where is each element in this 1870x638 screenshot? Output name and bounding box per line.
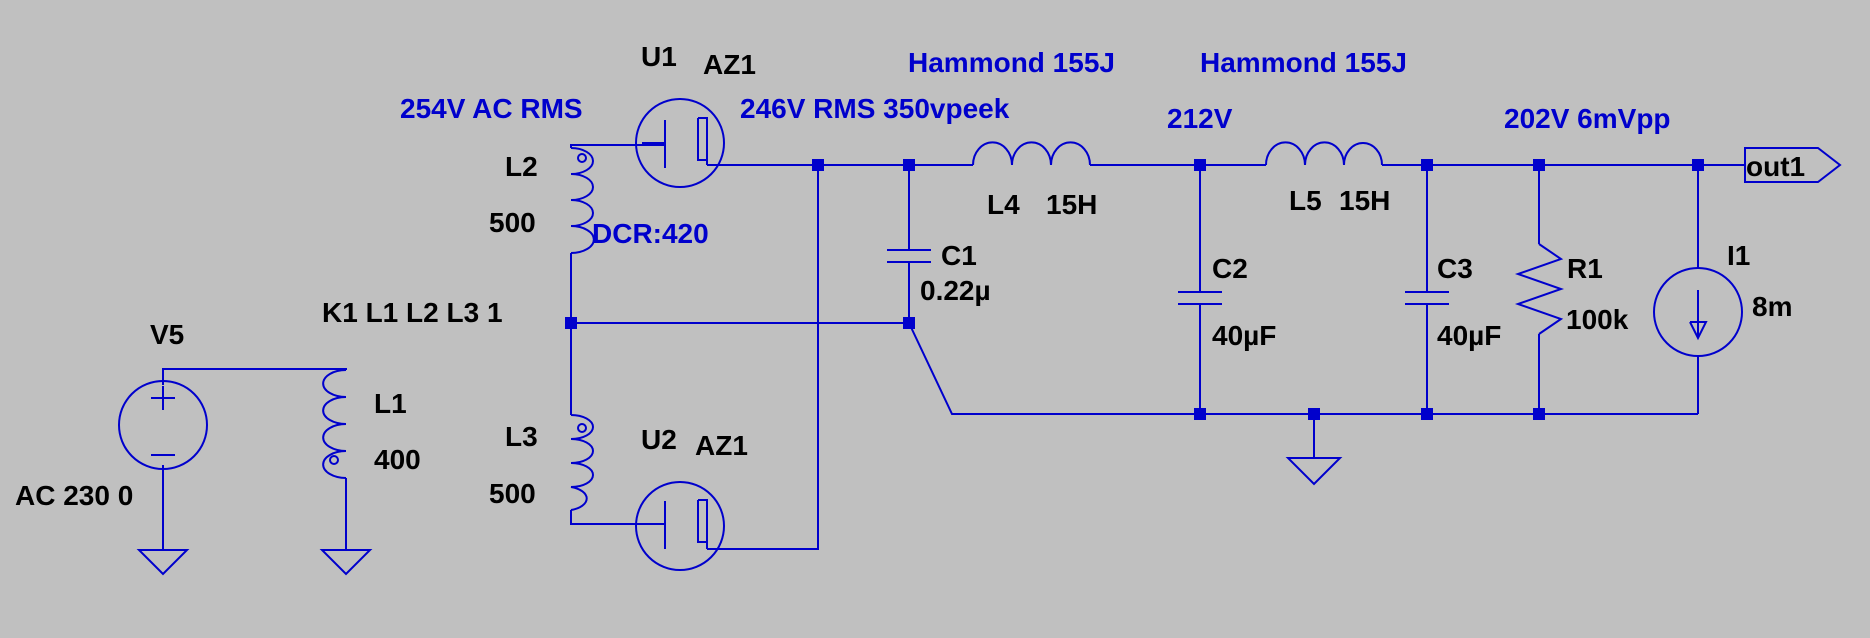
u2-ref-label: U2	[641, 424, 677, 455]
out1-port-label: out1	[1746, 151, 1805, 182]
ground-icon	[136, 549, 190, 576]
c2-capacitor-symbol[interactable]	[1178, 291, 1222, 305]
c1-value-label: 0.22µ	[920, 275, 991, 306]
u1-ref-label: U1	[641, 41, 677, 72]
junction-dot	[1692, 159, 1704, 171]
ground-icon	[319, 549, 373, 576]
l5-inductor-symbol[interactable]	[1265, 141, 1383, 166]
junction-dot	[1421, 408, 1433, 420]
l2-ref-label: L2	[505, 151, 538, 182]
u2-value-label: AZ1	[695, 430, 748, 461]
l5-value-label: 15H	[1339, 185, 1390, 216]
i1-current-source-symbol[interactable]	[1653, 267, 1743, 357]
ground-icon	[1285, 457, 1343, 486]
c1-ref-label: C1	[941, 240, 977, 271]
r1-value-label: 100k	[1566, 304, 1629, 335]
r1-ref-label: R1	[1567, 253, 1603, 284]
l3-ref-label: L3	[505, 421, 538, 452]
junction-dot	[903, 317, 915, 329]
l1-ref-label: L1	[374, 388, 407, 419]
i1-ref-label: I1	[1727, 240, 1750, 271]
u1-diode-symbol[interactable]	[635, 98, 725, 188]
l1-inductor-symbol[interactable]	[322, 369, 347, 479]
c1-capacitor-symbol[interactable]	[887, 249, 931, 263]
u1-value-label: AZ1	[703, 49, 756, 80]
node-212v-label: 212V	[1167, 103, 1233, 134]
l3-inductor-symbol[interactable]	[570, 414, 594, 511]
hammond-label-1: Hammond 155J	[908, 47, 1115, 78]
l5-ref-label: L5	[1289, 185, 1322, 216]
directive-label: K1 L1 L2 L3 1	[322, 297, 503, 328]
l3-value-label: 500	[489, 478, 536, 509]
rectified-voltage-label: 246V RMS 350vpeek	[740, 93, 1010, 124]
r1-resistor-symbol[interactable]	[1514, 243, 1565, 335]
c3-ref-label: C3	[1437, 253, 1473, 284]
junction-dot	[1194, 408, 1206, 420]
v5-ref-label: V5	[150, 319, 184, 350]
junction-dot	[1194, 159, 1206, 171]
junction-dot	[1533, 159, 1545, 171]
junction-dot	[812, 159, 824, 171]
l1-value-label: 400	[374, 444, 421, 475]
v5-voltage-source-symbol[interactable]	[118, 380, 208, 470]
l4-inductor-symbol[interactable]	[972, 141, 1091, 166]
junction-dot	[903, 159, 915, 171]
v5-value-label: AC 230 0	[15, 480, 133, 511]
l2-inductor-symbol[interactable]	[570, 147, 595, 254]
out1-port[interactable]	[1744, 147, 1842, 183]
junction-dot	[565, 317, 577, 329]
l2-value-label: 500	[489, 207, 536, 238]
i1-value-label: 8m	[1752, 291, 1792, 322]
hammond-label-2: Hammond 155J	[1200, 47, 1407, 78]
u2-diode-symbol[interactable]	[635, 481, 725, 571]
junction-dot	[1308, 408, 1320, 420]
dcr-label: DCR:420	[592, 218, 709, 249]
c3-capacitor-symbol[interactable]	[1405, 291, 1449, 305]
c3-value-label: 40µF	[1437, 320, 1501, 351]
primary-voltage-label: 254V AC RMS	[400, 93, 583, 124]
l4-value-label: 15H	[1046, 189, 1097, 220]
wires	[162, 144, 1745, 550]
c2-ref-label: C2	[1212, 253, 1248, 284]
c2-value-label: 40µF	[1212, 320, 1276, 351]
junctions	[565, 159, 1704, 420]
junction-dot	[1533, 408, 1545, 420]
output-voltage-label: 202V 6mVpp	[1504, 103, 1671, 134]
junction-dot	[1421, 159, 1433, 171]
l4-ref-label: L4	[987, 189, 1020, 220]
